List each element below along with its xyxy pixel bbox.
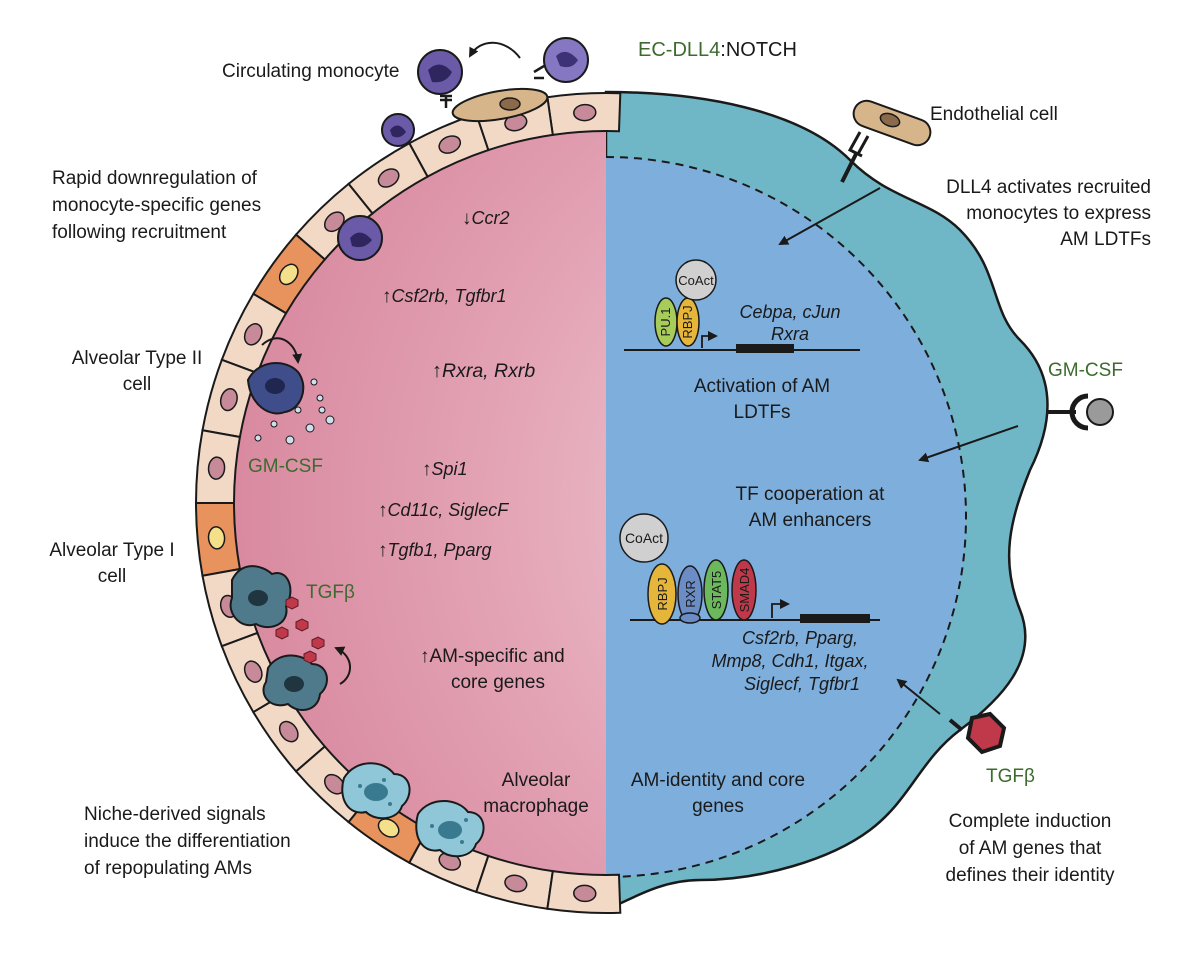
cell-nucleus	[219, 388, 238, 412]
label-gmcsf-right: GM-CSF	[1048, 360, 1123, 381]
entering-monocytes	[337, 113, 415, 261]
tgfb-arrow	[896, 678, 941, 715]
gmcsf-arrow	[918, 425, 1019, 463]
tf-rbpj-top-label: RBPJ	[680, 305, 695, 338]
label-gmcsf-left: GM-CSF	[248, 456, 323, 477]
label-niche-1: Niche-derived signals	[84, 804, 266, 825]
label-niche-2: induce the differentiation	[84, 831, 291, 852]
cell-nucleus	[573, 884, 597, 903]
label-tgfb-left: TGFβ	[306, 582, 355, 603]
alveolar-macrophages	[341, 762, 485, 858]
tf-coop-2: AM enhancers	[749, 510, 872, 531]
gmcsf-receptor	[918, 393, 1114, 463]
title-black: :NOTCH	[720, 39, 797, 61]
label-macrophage-1: Alveolar	[502, 770, 571, 791]
cell-nucleus	[573, 103, 597, 122]
recruit-arrow	[469, 41, 521, 59]
tf-pu1-label: PU.1	[658, 308, 673, 337]
cell-nucleus	[207, 456, 226, 480]
cell-nucleus	[504, 874, 528, 893]
cell-nucleus	[377, 818, 400, 838]
nucleus-dashed-border	[605, 156, 967, 878]
activation-1: Activation of AM	[694, 376, 830, 397]
identity-1: AM-identity and core	[631, 770, 805, 791]
label-at1-1: Alveolar Type I	[49, 540, 174, 561]
label-rapid-down-1: Rapid downregulation of	[52, 168, 258, 189]
coact-top-label: CoAct	[678, 273, 714, 288]
bottom-genes-1: Csf2rb, Pparg,	[742, 628, 858, 648]
cell-nucleus	[377, 168, 400, 188]
bottom-genes-3: Siglecf, Tgfbr1	[744, 674, 860, 694]
circulating-monocyte-group	[417, 37, 589, 123]
top-genes-1: Cebpa, cJun	[739, 302, 840, 322]
label-niche-3: of repopulating AMs	[84, 858, 252, 879]
label-dll4-3: AM LDTFs	[1060, 229, 1151, 250]
title: EC-DLL4:NOTCH	[638, 39, 797, 61]
tf-stat5	[703, 559, 729, 621]
cell-nucleus	[438, 135, 462, 154]
tf-stat5-label: STAT5	[709, 571, 724, 610]
label-tgfb-right: TGFβ	[986, 766, 1035, 787]
label-dll4-2: monocytes to express	[966, 203, 1151, 224]
tf-rbpj-bottom-label: RBPJ	[655, 577, 670, 610]
title-green: EC-DLL4	[638, 39, 720, 61]
label-complete-3: defines their identity	[946, 865, 1115, 886]
label-rapid-down-3: following recruitment	[52, 222, 227, 243]
tf-rxr-label: RXR	[683, 580, 698, 607]
label-at1-2: cell	[98, 566, 127, 587]
top-genes-2: Rxra	[771, 324, 809, 344]
coact-bottom-label: CoAct	[625, 530, 663, 546]
at2-cell-group	[246, 337, 335, 445]
tf-smad4	[731, 559, 757, 621]
label-endothelial: Endothelial cell	[930, 104, 1058, 125]
label-circulating-monocyte: Circulating monocyte	[222, 61, 399, 82]
dna-top: PU.1 RBPJ CoAct	[624, 259, 860, 353]
dll4-arrow	[778, 187, 881, 245]
identity-2: genes	[692, 796, 744, 817]
cell-nucleus	[278, 720, 299, 743]
gene-am-specific-1: ↑AM-specific and	[420, 646, 565, 667]
gene-spi1: ↑Spi1	[422, 459, 468, 480]
label-complete-2: of AM genes that	[959, 838, 1102, 859]
cell-nucleus	[278, 263, 299, 286]
label-macrophage-2: macrophage	[483, 796, 589, 817]
tf-smad4-label: SMAD4	[737, 568, 752, 613]
cell-nucleus	[243, 660, 263, 683]
label-at2-1: Alveolar Type II	[72, 348, 203, 369]
label-rapid-down-2: monocyte-specific genes	[52, 195, 261, 216]
tgfb-macrophages	[229, 565, 351, 711]
coact-top	[675, 259, 717, 301]
endothelial-ligand	[778, 99, 932, 245]
coact-bottom	[619, 513, 669, 563]
bottom-genes-2: Mmp8, Cdh1, Itgax,	[711, 651, 868, 671]
cell-nucleus	[207, 526, 226, 550]
gene-csf2rb: ↑Csf2rb, Tgfbr1	[382, 286, 507, 307]
tf-coop-1: TF cooperation at	[736, 484, 886, 505]
gene-tgfb1: ↑Tgfb1, Pparg	[378, 540, 492, 561]
dna-bottom: RBPJ RXR STAT5 SMAD4 CoAct	[619, 513, 880, 625]
cell-nucleus	[243, 323, 263, 346]
activation-2: LDTFs	[734, 402, 791, 423]
label-at2-2: cell	[123, 374, 152, 395]
label-dll4-1: DLL4 activates recruited	[946, 177, 1151, 198]
gene-ccr2: ↓Ccr2	[462, 208, 510, 229]
gene-cd11c: ↑Cd11c, SiglecF	[378, 500, 509, 521]
gene-rxra: ↑Rxra, Rxrb	[432, 360, 535, 382]
gene-am-specific-2: core genes	[451, 672, 545, 693]
tgfb-receptor	[896, 678, 1007, 755]
label-complete-1: Complete induction	[949, 811, 1112, 832]
tf-rbpj-bottom	[647, 563, 677, 625]
